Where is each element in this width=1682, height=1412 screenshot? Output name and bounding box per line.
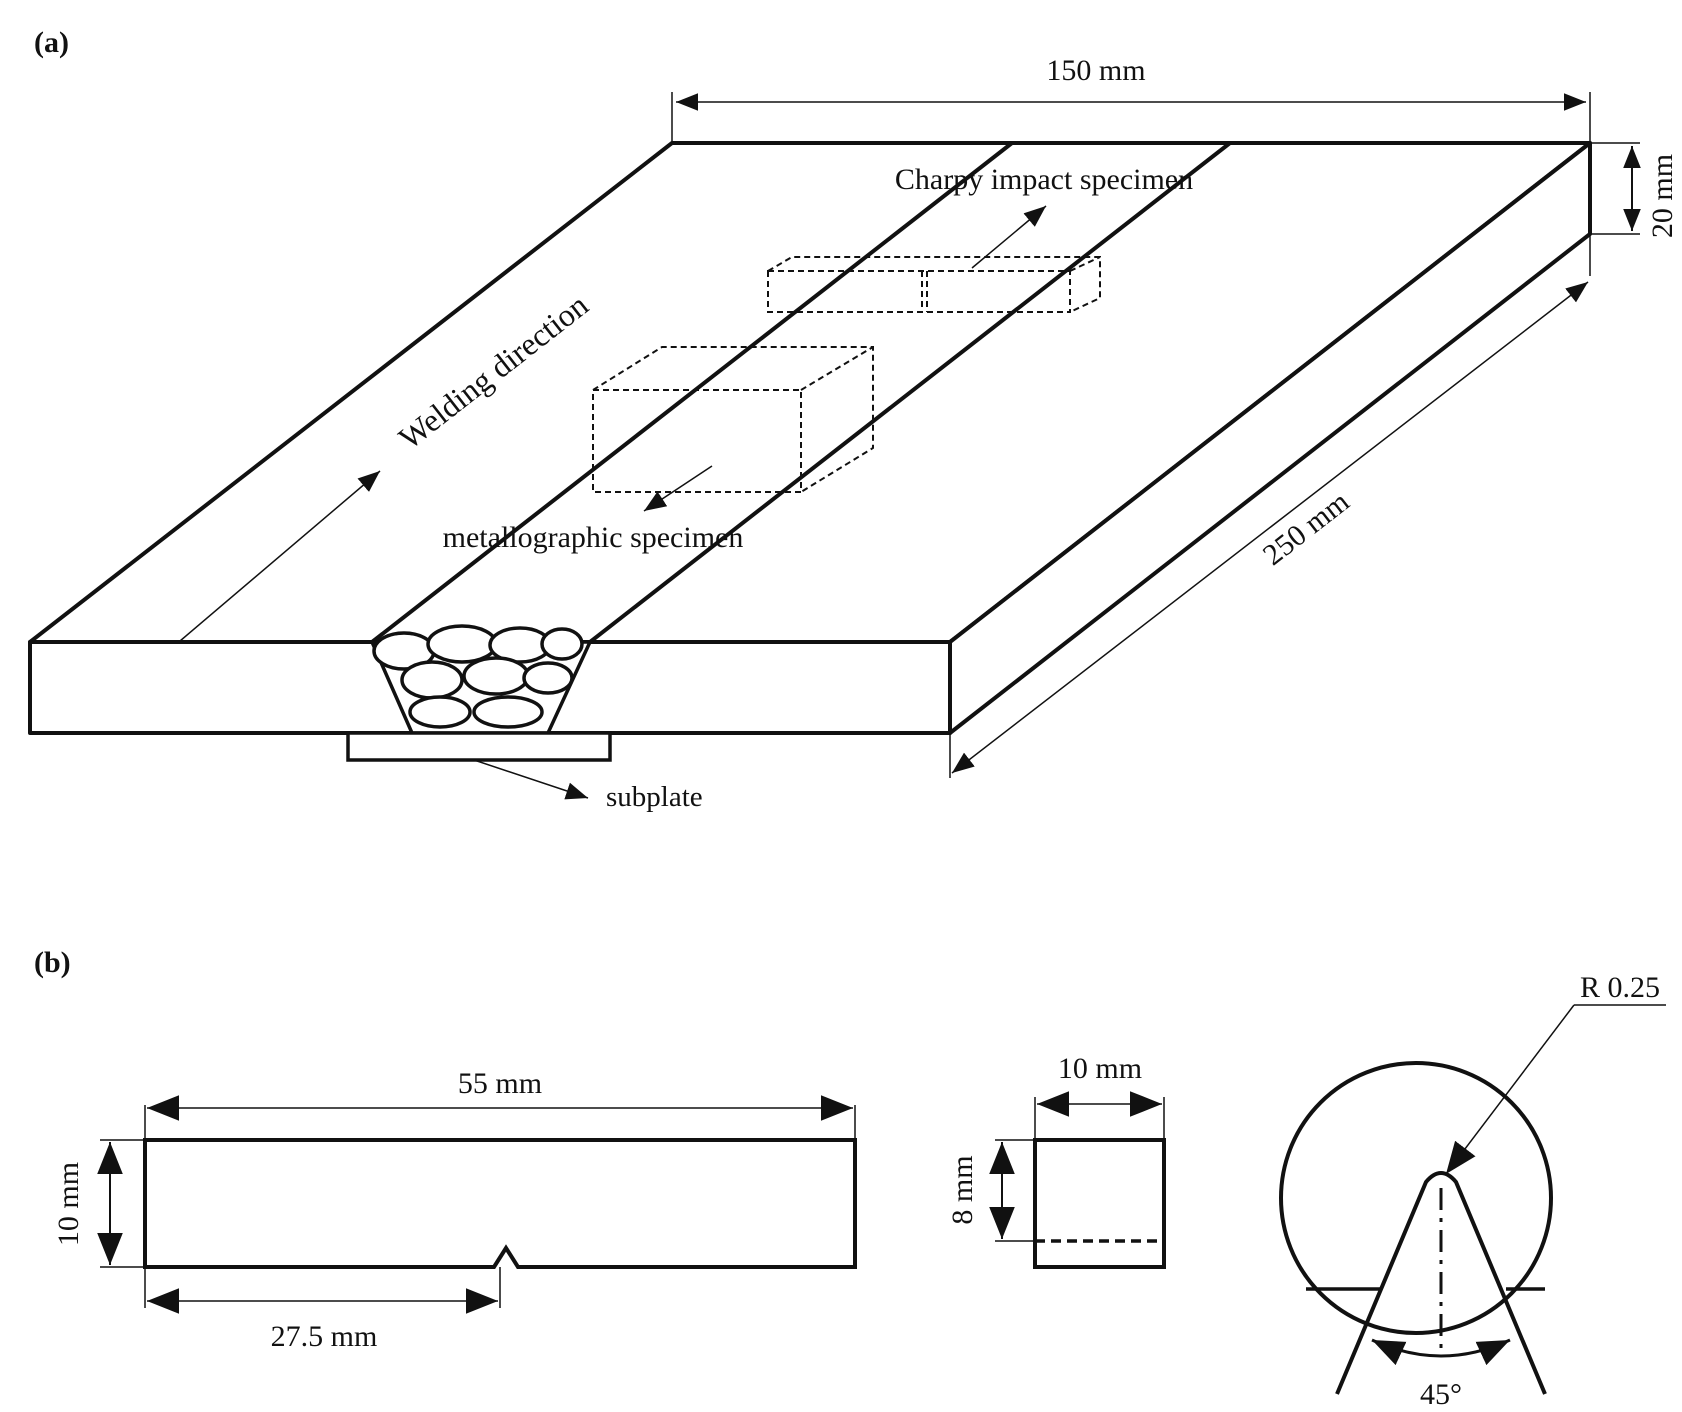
- subplate-leader-arrow: [473, 759, 589, 800]
- metallographic-arrow: [643, 465, 713, 512]
- dim-55-label: 55 mm: [458, 1067, 542, 1100]
- dim-8-label: 8 mm: [946, 1155, 979, 1224]
- charpy-cross-section: [1033, 1138, 1166, 1269]
- panel-b: (b) 55 mm 10 mm 27.5 mm 10 mm 8 mm: [34, 946, 1666, 1411]
- dim-10h-label: 10 mm: [52, 1162, 85, 1246]
- metallographic-specimen: [592, 346, 874, 493]
- metallographic-label: metallographic specimen: [443, 521, 744, 554]
- charpy-specimen-side-view: [143, 1138, 857, 1269]
- dim-20-label: 20 mm: [1646, 154, 1679, 238]
- base-plate: [28, 141, 1592, 735]
- dim-250-label: 250 mm: [1257, 485, 1355, 572]
- notch-v-profile: [1335, 1171, 1547, 1395]
- dim-150-label: 150 mm: [1046, 54, 1145, 87]
- charpy-label: Charpy impact specimen: [895, 163, 1193, 196]
- radius-leader-arrow: [1445, 1004, 1575, 1175]
- welding-direction-arrow: [179, 470, 381, 642]
- subplate: [346, 731, 612, 762]
- dim-250-arrow: [951, 281, 1589, 774]
- subplate-label: subplate: [606, 781, 703, 813]
- charpy-arrow: [971, 205, 1047, 269]
- dim-10w-label: 10 mm: [1058, 1052, 1142, 1085]
- angle-label: 45°: [1420, 1378, 1462, 1411]
- weld-groove: [370, 141, 1232, 644]
- panel-b-label: (b): [34, 946, 71, 979]
- angle-arc: [1371, 1338, 1511, 1366]
- panel-a-label: (a): [34, 26, 69, 59]
- notch-detail-circle: [1279, 1061, 1553, 1335]
- panel-a: (a) subplate: [28, 26, 1679, 813]
- dim-27-label: 27.5 mm: [271, 1320, 378, 1353]
- radius-label: R 0.25: [1580, 971, 1660, 1004]
- weld-bead-cross-section: [369, 624, 593, 735]
